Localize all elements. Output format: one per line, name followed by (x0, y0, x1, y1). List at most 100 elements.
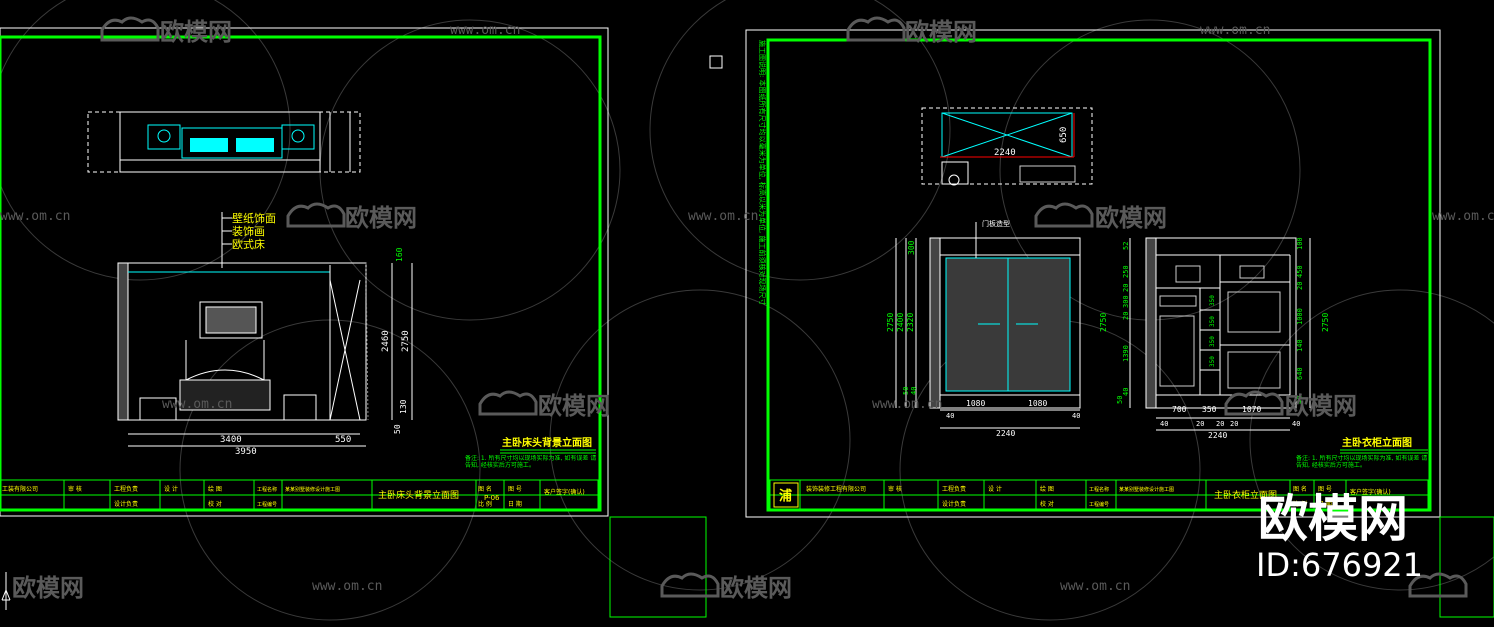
viewport-box (609, 516, 707, 618)
left-note: 备注: 1. 所有尺寸均以现场实际为准, 如有误差 请告知, 经核实后方可施工。 (465, 455, 597, 469)
front-dim-50: 50 (902, 387, 910, 395)
int-dim-r-0: 100 (1296, 237, 1304, 250)
dim-130: 130 (399, 399, 408, 414)
front-dim-2400: 2400 (896, 313, 905, 332)
right-tb-cell-5: 某某别墅装修设计施工图 (1119, 486, 1174, 493)
left-tb-sheet-name: 主卧床头背景立面图 (378, 489, 459, 501)
wm-brand-4: 欧模网 (1095, 204, 1167, 232)
wm-url-9: www.om.cn (1060, 579, 1130, 594)
plan-dim-650: 650 (1059, 127, 1069, 143)
annotation-wallpaper: 壁纸饰面 (232, 211, 276, 225)
wm-sofa-icon (846, 16, 906, 42)
wardrobe-front-elevation (929, 222, 1081, 409)
wardrobe-interior-elevation (1145, 237, 1297, 409)
front-dim-300: 300 (907, 240, 916, 255)
wm-brand-7: 欧模网 (12, 574, 84, 602)
int-dim-r-1: 450 (1296, 265, 1304, 278)
wm-brand-2: 欧模网 (905, 18, 977, 46)
int-dim-r-7: 2750 (1321, 313, 1330, 332)
right-tb-cell-4: 工程名称 (1089, 486, 1109, 493)
dim-2460: 2460 (381, 330, 391, 352)
int-dim-l-5: 1390 (1122, 345, 1130, 362)
wm-sofa-icon (478, 390, 538, 416)
wm-url-8: www.om.cn (312, 579, 382, 594)
left-tb-cell-3: 绘 图 (208, 485, 222, 493)
dim-3950: 3950 (235, 447, 257, 457)
wm-url-1: www.om.cn (450, 23, 520, 38)
ucs-icon (1, 572, 11, 610)
wm-sofa-icon (660, 572, 720, 598)
int-dim-h-7: 20 (1230, 420, 1238, 428)
int-dim-l-0: 52 (1122, 242, 1130, 250)
int-dim-r-3: 1000 (1296, 308, 1304, 325)
front-dim-2750: 2750 (886, 313, 895, 332)
interior-dims (1129, 238, 1311, 431)
watermark-logo-icons (100, 16, 1468, 598)
right-tb-cell-6: 图 名 (1293, 485, 1307, 493)
right-tb-logo: 浦 (779, 488, 792, 504)
annotation-painting: 装饰画 (232, 224, 265, 238)
door-label: 门板造型 (982, 219, 1010, 228)
wm-sofa-icon (286, 202, 346, 228)
left-plan-view (87, 111, 361, 173)
left-tb-cell-1: 工程负责 (114, 485, 138, 493)
dim-160: 160 (395, 247, 404, 262)
front-dim-h-3: 40 (1072, 412, 1080, 420)
wm-url-5: www.om.cn (1432, 209, 1494, 224)
right-tb-cell-12: 工程编号 (1089, 501, 1109, 508)
wm-url-4: www.om.cn (688, 209, 758, 224)
right-titleblock (769, 479, 1429, 511)
right-sheet-frame (766, 38, 1432, 512)
left-tb-owner: 客户签字(确认) (544, 488, 585, 496)
right-tb-company: 装饰装修工程有限公司 (806, 485, 866, 493)
int-dim-s-0: 350 (1209, 295, 1216, 306)
left-tb-cell-5: 某某别墅装修设计施工图 (285, 486, 340, 493)
right-sheet-outer-border (745, 29, 1441, 518)
int-dim-s-3: 350 (1209, 356, 1216, 367)
int-dim-s-1: 350 (1209, 316, 1216, 327)
int-dim-l-8: 2750 (1099, 313, 1108, 332)
int-dim-h-6: 20 (1216, 420, 1224, 428)
int-dim-h-5: 40 (1292, 420, 1300, 428)
grip-square[interactable] (709, 55, 723, 69)
right-tb-cell-0: 审 核 (888, 485, 902, 493)
int-dim-l-6: 40 (1122, 388, 1130, 396)
left-tb-sheet-no: P-06 (484, 494, 500, 502)
front-dim-h-4: 2240 (996, 429, 1015, 438)
dim-3400: 3400 (220, 435, 242, 445)
plan-dim-2240: 2240 (994, 148, 1016, 158)
left-tb-cell-12: 工程编号 (257, 501, 277, 508)
int-dim-h-4: 1070 (1242, 405, 1261, 414)
int-dim-h-0: 40 (1160, 420, 1168, 428)
left-tb-company: 工装有限公司 (2, 485, 38, 493)
left-titleblock (0, 479, 599, 511)
wm-brand-3: 欧模网 (345, 204, 417, 232)
front-dim-h-0: 40 (946, 412, 954, 420)
wm-sofa-icon (1408, 572, 1468, 598)
front-dims (895, 238, 1080, 429)
right-viewport-box (1439, 516, 1494, 618)
wm-sofa-icon (100, 16, 160, 42)
right-tb-cell-9: 日 期 (1318, 500, 1332, 508)
left-elevation (117, 262, 369, 421)
right-sheet: 2240 650 施工图说明: 本图纸所有尺寸均以毫米为单位, 标高以米为单位,… (745, 29, 1441, 518)
int-dim-h-3: 20 (1196, 420, 1204, 428)
int-dim-h-2: 350 (1202, 405, 1217, 414)
left-tb-cell-6: 图 名 (478, 485, 492, 493)
wm-url-2: www.om.cn (1200, 23, 1270, 38)
right-tb-cell-7: 图 号 (1318, 486, 1332, 493)
int-dim-l-1: 250 (1122, 265, 1130, 278)
front-dim-h-1: 1080 (966, 399, 985, 408)
left-sheet-outer-border (0, 27, 609, 517)
right-drawing-title: 主卧衣柜立面图 (1342, 436, 1412, 449)
int-dim-r-2: 20 (1296, 282, 1304, 290)
watermark-text-layer: 欧模网 www.om.cn 欧模网 www.om.cn www.om.cn 欧模… (0, 18, 1494, 602)
right-tb-cell-8: 比 例 (1293, 500, 1307, 508)
int-dim-l-4: 20 (1122, 312, 1130, 320)
front-dim-40v: 40 (910, 387, 918, 395)
dim-50: 50 (393, 424, 402, 434)
left-tb-cell-10: 设计负责 (114, 500, 138, 508)
right-note: 备注: 1. 所有尺寸均以现场实际为准, 如有误差 请告知, 经核实后方可施工。 (1296, 455, 1428, 469)
left-tb-cell-4: 工程名称 (257, 486, 277, 493)
left-tb-cell-8: 比 例 (478, 500, 492, 508)
